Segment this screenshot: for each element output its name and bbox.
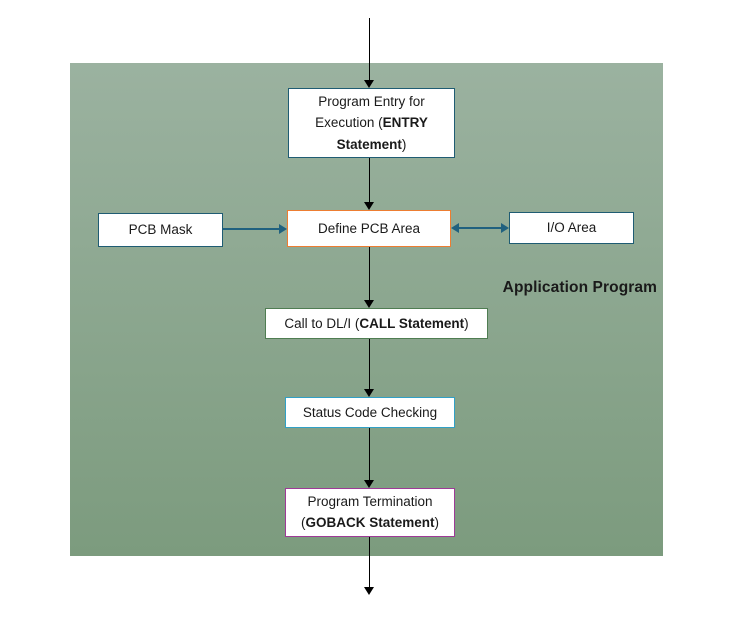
- node-pcb-mask: PCB Mask: [98, 213, 223, 247]
- application-program-label: Application Program: [502, 279, 657, 296]
- node-program-entry: Program Entry for Execution (ENTRY State…: [288, 88, 455, 158]
- node-label: Program Termination (GOBACK Statement): [300, 493, 439, 530]
- node-label: I/O Area: [546, 220, 597, 236]
- arrow-down-icon: [368, 247, 370, 300]
- arrow-down-icon: [368, 428, 370, 480]
- node-define-pcb-area: Define PCB Area: [287, 210, 451, 247]
- arrow-down-icon: [368, 339, 370, 389]
- node-io-area: I/O Area: [509, 212, 634, 244]
- arrow-down-icon: [368, 537, 370, 587]
- node-status-code-checking: Status Code Checking: [285, 397, 455, 428]
- arrow-down-icon: [368, 18, 370, 80]
- arrow-right-icon: [223, 228, 279, 230]
- node-label: Program Entry for Execution (ENTRY State…: [315, 93, 428, 152]
- arrow-left-right-icon: [459, 227, 501, 229]
- node-call-dli: Call to DL/I (CALL Statement): [265, 308, 488, 339]
- node-label: Define PCB Area: [317, 220, 421, 236]
- node-label: Status Code Checking: [302, 404, 438, 420]
- node-label: PCB Mask: [128, 222, 193, 238]
- node-label: Call to DL/I (CALL Statement): [284, 315, 469, 331]
- arrow-down-icon: [368, 158, 370, 202]
- node-program-termination: Program Termination (GOBACK Statement): [285, 488, 455, 537]
